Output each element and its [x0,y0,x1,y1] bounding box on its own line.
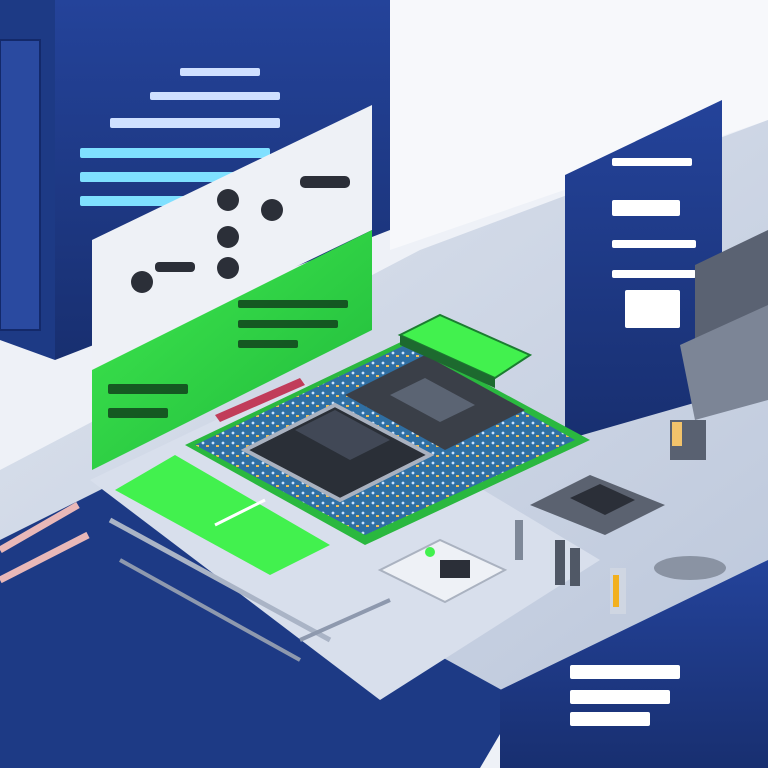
clip [654,556,726,580]
navy-panel-text [80,68,280,206]
cables [0,501,391,662]
back-wall-right [390,0,768,250]
pin-header [215,378,305,422]
daughter-board [397,313,533,380]
daughter-board-edge [400,335,495,388]
green-panel-text [108,300,348,418]
cpu-die [295,410,390,460]
pad-marking [214,498,266,527]
grey-server-base [680,305,768,420]
capacitor-icon [515,420,706,614]
front-navy-slab [0,480,520,768]
left-tower-panel [0,39,41,331]
right-panel-text [612,158,696,328]
front-block-text [570,665,680,726]
front-right-navy-block [500,560,768,768]
heatsink-icon [390,378,475,422]
panel-dots [131,176,350,293]
socket-chip [570,484,635,515]
connector-icon [377,538,508,604]
green-pad [115,455,330,575]
